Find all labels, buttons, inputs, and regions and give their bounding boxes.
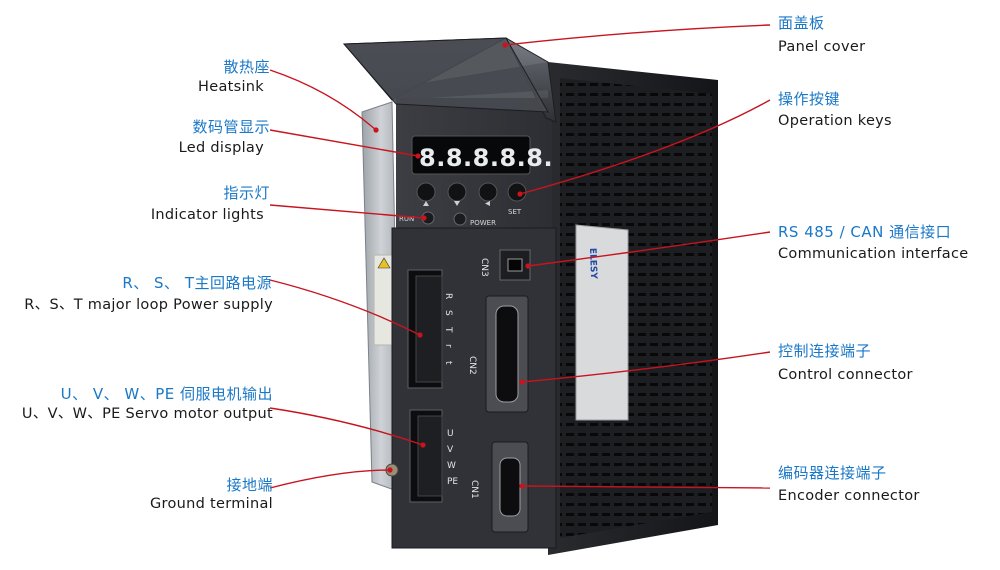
cn3-label: CN3	[479, 258, 489, 277]
set-key-label: SET	[508, 208, 522, 216]
ground-en: Ground terminal	[149, 496, 273, 512]
rst-label-r: R	[443, 293, 453, 299]
uvw-label-w: W	[447, 461, 456, 471]
heatsink-zh: 散热座	[223, 58, 270, 76]
leader-led-display	[269, 129, 419, 157]
side-nameplate	[575, 224, 629, 421]
cn2-label: CN2	[467, 356, 477, 375]
cn3-socket	[507, 258, 523, 272]
rst-label-t-small: t	[443, 361, 453, 365]
key-set	[507, 182, 527, 202]
key-up	[416, 182, 436, 202]
operation-keys-en: Operation keys	[778, 113, 892, 129]
panel-cover-lid	[342, 37, 549, 113]
cn1-label: CN1	[469, 480, 479, 499]
rst-plug	[415, 275, 443, 383]
key-down	[447, 182, 467, 202]
ground-zh: 接地端	[226, 476, 273, 494]
uvw-output-en: U、V、W、PE Servo motor output	[21, 406, 273, 422]
uvw-label-u: U	[447, 429, 454, 439]
control-connector-zh: 控制连接端子	[778, 342, 872, 360]
leader-communication	[527, 231, 771, 267]
leader-indicator-lights	[269, 204, 425, 219]
communication-en: Communication interface	[778, 246, 969, 262]
leader-ground	[269, 469, 391, 489]
rst-label-s: S	[443, 310, 453, 316]
up-arrow-icon	[423, 201, 429, 206]
rst-power-zh: R、 S、 T主回路电源	[122, 274, 272, 292]
led-display-zh: 数码管显示	[192, 118, 270, 136]
led-digits: 8.8.8.8.8.	[419, 144, 553, 172]
panel-cover-en: Panel cover	[778, 39, 866, 55]
left-arrow-icon	[485, 201, 490, 206]
leader-control-connector	[521, 351, 771, 383]
power-indicator	[453, 212, 467, 226]
key-left	[478, 182, 498, 202]
led-display-en: Led display	[178, 140, 264, 156]
leader-rst	[269, 279, 421, 336]
leader-dots	[373, 42, 531, 489]
side-vents	[560, 78, 712, 538]
leader-panel-cover	[504, 24, 771, 46]
indicator-lights-zh: 指示灯	[223, 184, 270, 202]
rst-power-en: R、S、T major loop Power supply	[24, 297, 273, 313]
uvw-label-pe: PE	[447, 477, 458, 487]
cn2-socket	[495, 305, 519, 403]
leader-encoder-connector	[521, 485, 771, 489]
down-arrow-icon	[454, 201, 460, 206]
encoder-connector-zh: 编码器连接端子	[778, 464, 887, 482]
run-label: RUN	[399, 215, 414, 223]
heatsink-en: Heatsink	[198, 79, 264, 95]
leader-heatsink	[269, 69, 377, 131]
panel-cover-zh: 面盖板	[778, 14, 825, 32]
rst-label-t: T	[443, 326, 453, 333]
operation-keys-zh: 操作按键	[778, 90, 841, 108]
rst-label-r-small: r	[443, 344, 453, 348]
indicator-lights-en: Indicator lights	[150, 207, 264, 223]
nameplate-brand: ELESY	[587, 248, 598, 280]
power-label: POWER	[470, 219, 496, 227]
control-connector-en: Control connector	[778, 367, 913, 383]
warning-triangle-icon	[377, 257, 391, 269]
communication-zh: RS 485 / CAN 通信接口	[778, 223, 952, 241]
uvw-output-zh: U、 V、 W、PE 伺服电机输出	[60, 385, 273, 403]
cn1-socket	[499, 457, 521, 517]
encoder-connector-en: Encoder connector	[778, 488, 920, 504]
leader-uvw	[269, 407, 424, 446]
leader-lines	[269, 24, 771, 489]
uvw-label-v: V	[447, 445, 454, 455]
uvw-plug	[417, 415, 443, 497]
leader-operation-keys	[519, 99, 771, 195]
